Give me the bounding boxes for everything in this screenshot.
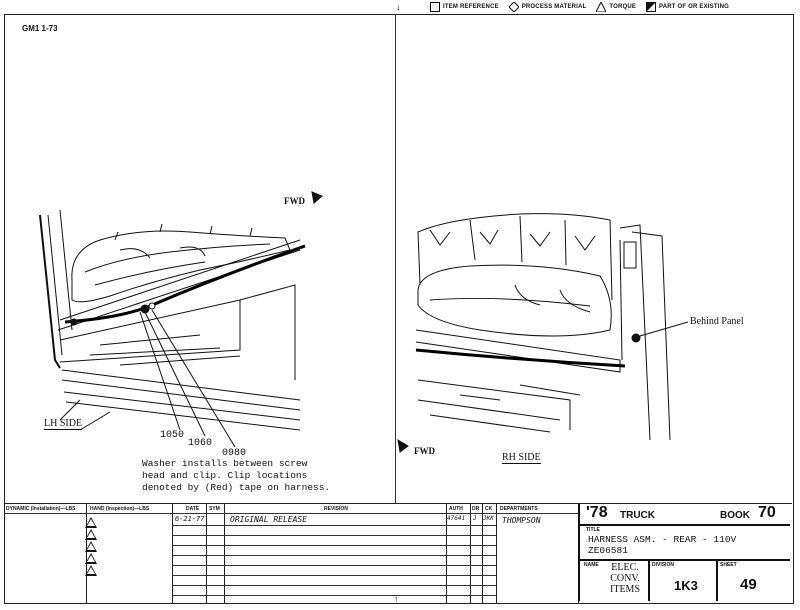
legend-part-of-existing: PART OF OR EXISTING [645,2,729,12]
auth-header: AUTH [449,506,463,512]
legend-torque: TORQUE [595,0,636,13]
legend-process-material: PROCESS MATERIAL [507,1,587,13]
title-label: TITLE [586,527,600,533]
square-icon [430,2,440,12]
sheet-number: 49 [740,576,757,593]
book-number: 70 [758,504,776,521]
sheet-border [4,14,794,604]
symbol-legend: ↓ ITEM REFERENCE PROCESS MATERIAL TORQUE… [396,0,737,14]
dynamic-header: DYNAMIC (Installation)—LBS [6,506,76,512]
title-block: DYNAMIC (Installation)—LBS HAND (Inspect… [4,503,792,603]
triangle-icon [85,517,97,528]
callout-1050: 1050 [160,430,185,441]
behind-panel-label: Behind Panel [690,316,744,327]
revision-auth: 47641 [447,515,466,522]
model-year: '78 [586,504,608,521]
legend-item-reference: ITEM REFERENCE [430,2,499,12]
rh-fwd-label: FWD [414,446,435,456]
down-arrow-mark: ↓ [396,2,401,12]
rh-side-label: RH SIDE [502,452,541,464]
rh-view-drawing [397,213,689,453]
diamond-icon [507,1,520,13]
name-label: NAME [584,562,599,568]
division-value: 1K3 [674,578,698,593]
callout-0980: 0980 [222,448,247,459]
triangle-icon [595,0,608,13]
triangle-icon [85,529,97,540]
lh-view-drawing [39,191,323,448]
date-header: DATE [186,506,200,512]
installation-note: Washer installs between screw head and c… [142,458,331,493]
lh-side-label: LH SIDE [44,418,83,430]
callout-1060: 1060 [188,438,213,449]
up-arrow-mark: ↑ [394,594,399,604]
drawing-title: HARNESS ASM. - REAR - 110V [588,534,737,545]
filled-square-icon [645,2,656,12]
book-label: BOOK [720,510,750,521]
title-area: '78 TRUCK BOOK 70 TITLE HARNESS ASM. - R… [578,504,792,601]
departments-header: DEPARTMENTS [500,506,538,512]
revision-dr: J [473,515,477,522]
lh-fwd-label: FWD [284,196,305,206]
sym-header: SYM [209,506,220,512]
sheet-id: GM1 1-73 [22,24,58,33]
revision-date: 6-21-77 [175,515,205,523]
division-label: DIVISION [652,562,674,568]
dynamic-column [4,504,87,603]
view-divider [395,14,396,504]
name-value: ELEC. CONV. ITEMS [610,562,640,595]
revision-department: THOMPSON [502,516,541,525]
triangle-icon [85,541,97,552]
ck-header: CK [485,506,493,512]
hand-column [86,504,173,603]
triangle-icon [85,553,97,564]
revision-header: REVISION [324,506,348,512]
part-number: ZE06581 [588,545,628,556]
triangle-icon [85,565,97,576]
dr-header: DR [472,506,480,512]
revision-ck: JKK [483,515,494,522]
sheet-label: SHEET [720,562,737,568]
revision-text: ORIGINAL RELEASE [230,515,308,524]
product-label: TRUCK [620,510,655,521]
hand-header: HAND (Inspection)—LBS [90,506,150,512]
